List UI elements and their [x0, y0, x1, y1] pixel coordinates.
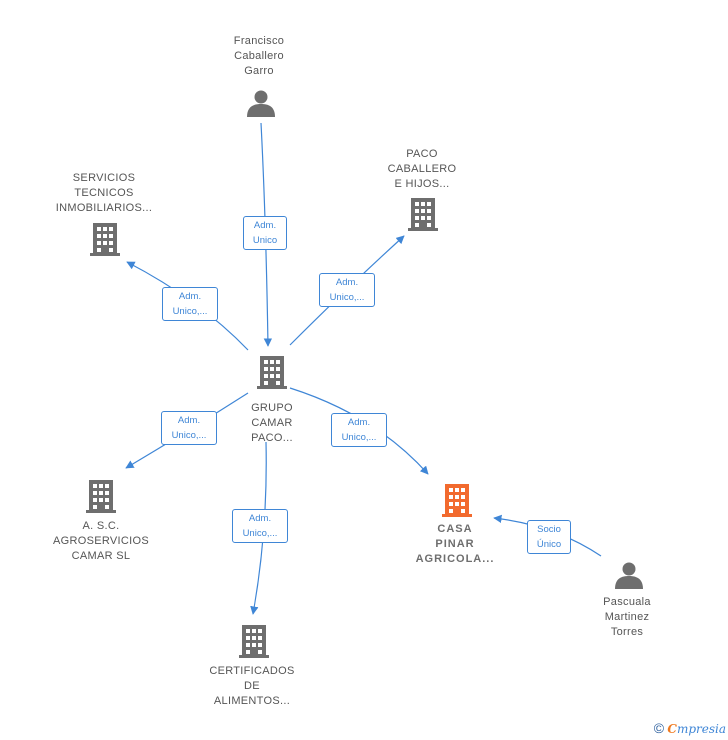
node-label-line: E HIJOS... — [394, 178, 450, 190]
node-label-line: CAMAR SL — [71, 550, 131, 562]
edge-label-line: Unico,... — [242, 528, 278, 539]
edge-label-line: Unico,... — [171, 430, 207, 441]
node-label-line: CABALLERO — [387, 163, 457, 175]
brand-logo[interactable]: Cmpresia — [667, 722, 726, 736]
node-label-line: AGROSERVICIOS — [53, 535, 149, 547]
edge-label-line: Adm. — [177, 415, 201, 426]
node-label-line: Martinez — [604, 611, 650, 623]
node-label-line: Francisco — [233, 35, 285, 47]
node-label-casa[interactable]: CASA PINAR AGRICOLA... — [390, 522, 520, 567]
edge-label-line: Unico,... — [172, 306, 208, 317]
node-label-servicios[interactable]: SERVICIOS TECNICOS INMOBILIARIOS... — [39, 171, 169, 216]
node-label-line: CERTIFICADOS — [209, 665, 295, 677]
edge-label-line: Adm. — [253, 220, 277, 231]
node-label-line: GRUPO — [251, 402, 293, 414]
node-label-paco[interactable]: PACO CABALLERO E HIJOS... — [357, 147, 487, 192]
node-label-line: DE — [244, 680, 260, 692]
edge-label-grupo-casa[interactable]: Adm. Unico,... — [331, 413, 387, 447]
edge-label-line: Adm. — [335, 277, 359, 288]
node-label-line: Pascuala — [603, 596, 651, 608]
building-icon-casa[interactable] — [442, 484, 472, 517]
person-icon-francisco[interactable] — [247, 90, 275, 118]
node-label-line: ALIMENTOS... — [213, 695, 291, 707]
node-label-agroservicios[interactable]: A. S.C. AGROSERVICIOS CAMAR SL — [36, 519, 166, 564]
node-label-line: A. S.C. — [82, 520, 120, 532]
building-icon-grupo[interactable] — [257, 356, 287, 389]
node-label-certificados[interactable]: CERTIFICADOS DE ALIMENTOS... — [187, 664, 317, 709]
building-icon-agroservicios[interactable] — [86, 480, 116, 513]
building-icon-paco[interactable] — [408, 198, 438, 231]
edge-label-line: Unico — [252, 235, 278, 246]
edge-label-francisco-grupo[interactable]: Adm. Unico — [243, 216, 287, 250]
edge-label-line: Adm. — [248, 513, 272, 524]
node-label-line: Garro — [244, 65, 274, 77]
edge-label-grupo-agroservicios[interactable]: Adm. Unico,... — [161, 411, 217, 445]
node-label-line: PACO... — [251, 432, 293, 444]
node-label-grupo[interactable]: GRUPO CAMAR PACO... — [207, 401, 337, 446]
building-icon-servicios[interactable] — [90, 223, 120, 256]
copyright-icon: © — [653, 720, 665, 736]
edge-label-grupo-servicios[interactable]: Adm. Unico,... — [162, 287, 218, 321]
edge-label-line: Adm. — [347, 417, 371, 428]
node-label-line: AGRICOLA... — [415, 553, 495, 565]
node-label-line: Caballero — [234, 50, 284, 62]
edge-label-line: Socio — [537, 524, 561, 535]
edge-label-line: Único — [536, 539, 562, 550]
node-label-line: SERVICIOS — [72, 172, 136, 184]
node-label-line: CASA — [437, 523, 473, 535]
edge-label-grupo-paco[interactable]: Adm. Unico,... — [319, 273, 375, 307]
node-label-line: Torres — [610, 626, 644, 638]
building-icon-certificados[interactable] — [239, 625, 269, 658]
edge-label-line: Unico,... — [341, 432, 377, 443]
node-label-line: PACO — [406, 148, 438, 160]
edge-label-line: Unico,... — [329, 292, 365, 303]
node-label-line: PINAR — [435, 538, 475, 550]
edge-label-grupo-certificados[interactable]: Adm. Unico,... — [232, 509, 288, 543]
node-label-line: INMOBILIARIOS... — [55, 202, 153, 214]
person-icon-pascuala[interactable] — [615, 562, 643, 590]
footer-brand: © Cmpresia — [654, 720, 726, 736]
node-label-line: TECNICOS — [74, 187, 134, 199]
edge-label-line: Adm. — [178, 291, 202, 302]
node-label-line: CAMAR — [251, 417, 293, 429]
